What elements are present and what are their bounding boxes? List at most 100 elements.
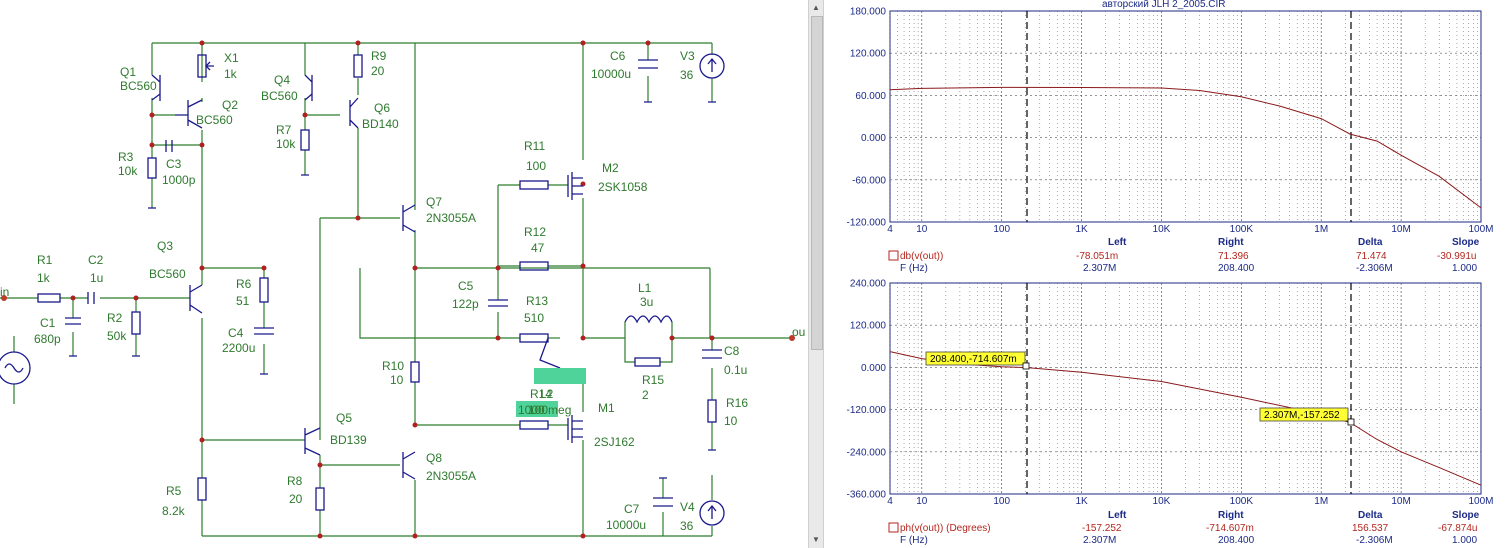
bottom-x-tick: 100 [993, 496, 1010, 507]
bottom-row2-delta: -2.306M [1356, 535, 1393, 546]
l2-ref: L2 [540, 387, 554, 401]
scroll-up-arrow-icon[interactable]: ▲ [812, 3, 820, 12]
component-value-c1: 680p [34, 332, 61, 346]
component-value-r16: 10 [724, 414, 738, 428]
r14-ref: R14 [530, 387, 552, 401]
bottom-y-tick-labels: 240.000120.0000.000-120.000-240.000-360.… [847, 279, 887, 501]
top-x-tick: 10 [916, 224, 928, 235]
component-value-r10: 10 [390, 373, 404, 387]
component-value-x1: 1k [224, 67, 238, 81]
component-ref-c2: C2 [88, 253, 104, 267]
component-ref-r6: R6 [236, 277, 252, 291]
component-ref-r13: R13 [526, 294, 548, 308]
top-row2-slope: 1.000 [1452, 263, 1477, 274]
analysis-plot[interactable]: авторский JLH 2_2005.CIR 180.000 120.000 6… [826, 0, 1506, 548]
component-ref-r8: R8 [287, 474, 303, 488]
component-value-r8: 20 [289, 492, 303, 506]
bottom-y-tick: 0.000 [861, 363, 886, 374]
component-value-c8: 0.1u [724, 363, 747, 377]
top-x-tick: 10M [1391, 224, 1410, 235]
plot-title: авторский JLH 2_2005.CIR [1102, 0, 1226, 10]
bottom-header-slope: Slope [1452, 510, 1480, 521]
bottom-header-left: Left [1108, 510, 1127, 521]
bottom-row1-slope: -67.874u [1438, 523, 1477, 534]
bottom-x-tick: 10 [916, 496, 928, 507]
component-ref-r2: R2 [107, 311, 123, 325]
r14-value: 1000 [518, 403, 545, 417]
component-ref-r11: R11 [524, 139, 545, 153]
cursor-tag-right-text: 2.307M,-157.252 [1264, 410, 1340, 421]
cursor-tag-left-text: 208.400,-714.607m [930, 354, 1017, 365]
bottom-legend-label: ph(v(out)) (Degrees) [900, 523, 991, 534]
l2-value: 100meg [528, 403, 571, 417]
top-header-delta: Delta [1358, 237, 1383, 248]
component-value-r15: 2 [642, 388, 649, 402]
bottom-grid [889, 283, 1481, 494]
component-ref-r12: R12 [524, 225, 546, 239]
top-x-tick: 100M [1468, 224, 1493, 235]
top-x-tick: 100K [1230, 224, 1254, 235]
component-ref-r1: R1 [37, 253, 53, 267]
bottom-y-tick: 120.000 [850, 321, 887, 332]
top-x-tick: 1K [1075, 224, 1088, 235]
top-row1-delta: 71.474 [1356, 251, 1387, 262]
component-ref-c7: C7 [624, 502, 640, 516]
bottom-row2-slope: 1.000 [1452, 535, 1477, 546]
component-value-r7: 10k [276, 137, 296, 151]
junction-dots [1, 40, 795, 539]
vertical-scrollbar[interactable]: ▲ ▼ [808, 0, 824, 548]
component-ref-r15: R15 [642, 373, 664, 387]
top-y-tick: 120.000 [850, 49, 887, 60]
component-value-r6: 51 [236, 294, 250, 308]
top-x-tick: 1M [1314, 224, 1328, 235]
bottom-y-tick: -120.000 [847, 405, 887, 416]
component-value-q4: BC560 [261, 89, 298, 103]
node-out: ou [792, 325, 805, 339]
schematic-canvas[interactable]: Q1BC560Q2BC560X11kR310kC31000pQ4BC560R92… [0, 0, 808, 548]
scrollbar-thumb[interactable] [811, 16, 823, 350]
component-ref-q5: Q5 [336, 411, 352, 425]
top-row2-delta: -2.306M [1356, 263, 1393, 274]
component-ref-r16: R16 [726, 396, 748, 410]
top-curve-db [889, 86, 1482, 209]
component-value-m1: 2SJ162 [594, 435, 635, 449]
top-xunit: F (Hz) [900, 263, 928, 274]
bottom-readout-table: Left Right Delta Slope ph(v(out)) (Degre… [888, 510, 1480, 546]
scroll-down-arrow-icon[interactable]: ▼ [812, 535, 820, 544]
top-graph[interactable]: 180.000120.00060.0000.000-60.000-120.000… [847, 7, 1494, 236]
component-value-r11: 100 [526, 159, 546, 173]
top-readout-table: Left Right Delta Slope db(v(out)) -78.05… [888, 237, 1480, 274]
node-in: in [0, 285, 9, 299]
component-value-q3: BC560 [149, 267, 186, 281]
component-value-r5: 8.2k [162, 504, 186, 518]
component-ref-c5: C5 [458, 279, 474, 293]
top-y-tick: 60.000 [855, 91, 886, 102]
bottom-x-tick: 100K [1230, 496, 1254, 507]
component-value-c7: 10000u [606, 518, 646, 532]
component-value-c2: 1u [90, 271, 103, 285]
cursor-tag-right: 2.307M,-157.252 [1259, 407, 1355, 426]
component-value-r2: 50k [107, 329, 127, 343]
bottom-x-tick: 10K [1153, 496, 1171, 507]
component-value-c4: 2200u [222, 341, 255, 355]
cursor-tag-left: 208.400,-714.607m [925, 351, 1030, 370]
component-ref-q8: Q8 [426, 451, 442, 465]
schematic-wires [0, 42, 792, 537]
top-y-tick: 0.000 [861, 133, 886, 144]
component-ref-q2: Q2 [222, 98, 238, 112]
top-x-tick: 100 [993, 224, 1010, 235]
top-legend-label: db(v(out)) [900, 251, 943, 262]
component-ref-q1: Q1 [120, 65, 136, 79]
component-value-c5: 122p [452, 297, 479, 311]
top-x-tick: 10K [1153, 224, 1171, 235]
component-value-v3: 36 [680, 68, 694, 82]
top-y-tick: -60.000 [852, 175, 886, 186]
bottom-x-tick: 4 [887, 496, 893, 507]
bottom-graph[interactable]: 240.000120.0000.000-120.000-240.000-360.… [847, 279, 1494, 508]
component-ref-v3: V3 [680, 49, 695, 63]
top-y-tick: 180.000 [850, 7, 887, 18]
component-value-q6: BD140 [362, 117, 399, 131]
highlight-r14 [516, 401, 558, 417]
